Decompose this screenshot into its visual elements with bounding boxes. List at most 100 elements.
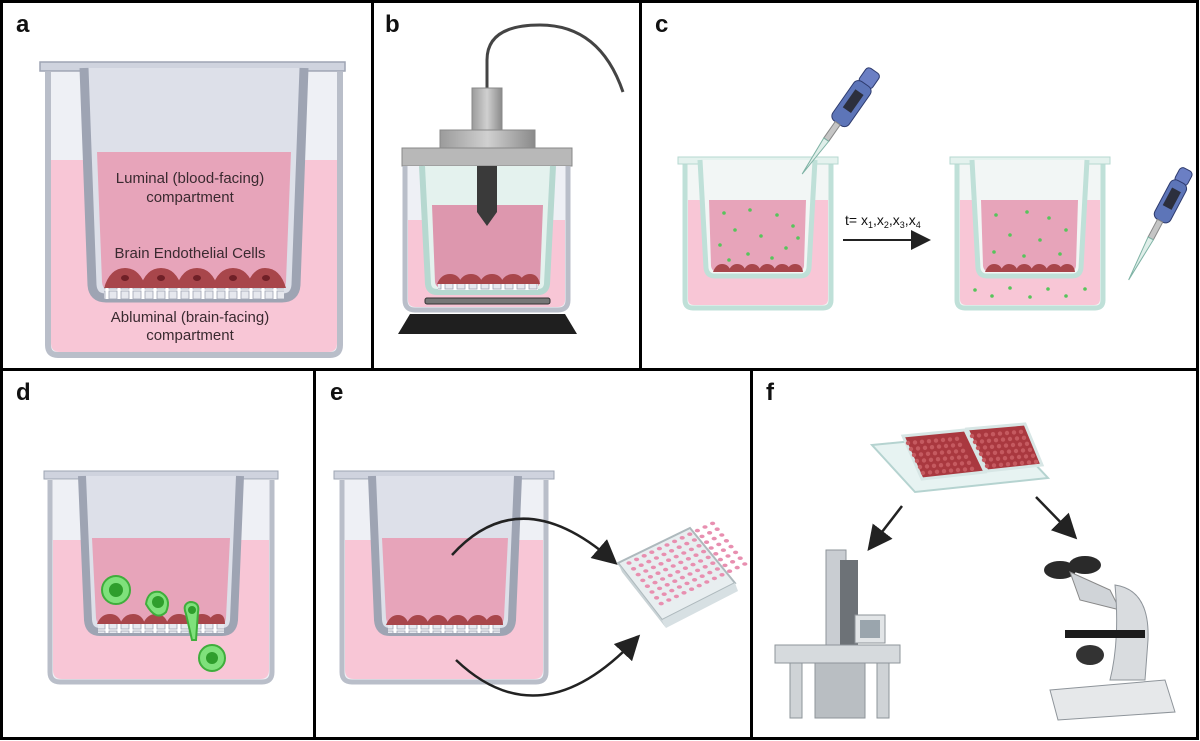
- slide-cell: [1030, 453, 1036, 458]
- plate-well: [687, 532, 693, 536]
- plate-well: [714, 567, 721, 571]
- plate-well: [687, 572, 693, 576]
- slide-cell: [1007, 436, 1013, 442]
- slide-cell: [1023, 454, 1029, 459]
- slide-cell: [934, 469, 940, 474]
- slide-cell: [960, 448, 966, 453]
- slide-cell: [950, 443, 956, 448]
- slide-cell: [1019, 460, 1025, 466]
- slide-cell: [1020, 448, 1026, 453]
- plate-well: [696, 544, 702, 548]
- abluminal-label-line2: compartment: [146, 327, 234, 344]
- plate-well: [675, 570, 681, 574]
- plate-well: [720, 548, 727, 552]
- plate-well: [737, 556, 743, 560]
- plate-well: [705, 555, 711, 560]
- permeability-well-2: [949, 156, 1111, 311]
- plate-well: [711, 536, 717, 541]
- plate-well: [643, 569, 649, 573]
- plate-well: [710, 561, 716, 565]
- slide-cell: [1005, 462, 1011, 467]
- slide-cell: [953, 449, 959, 454]
- slide-cell: [978, 451, 984, 457]
- plate-well: [635, 572, 641, 577]
- panel-label-b: b: [385, 11, 400, 38]
- plate-well: [661, 592, 667, 596]
- plate-well: [704, 540, 710, 544]
- slide-cell: [1016, 454, 1022, 460]
- slide-cell: [936, 444, 942, 449]
- plate-well: [626, 561, 632, 565]
- plate-well: [717, 557, 724, 562]
- slide-cell: [940, 437, 946, 443]
- plate-well: [693, 553, 699, 557]
- luminal-label-line1: Luminal (blood-facing): [116, 170, 264, 187]
- chamber-slide: [869, 422, 1051, 494]
- slide-cell: [954, 436, 960, 441]
- plate-well: [661, 552, 667, 557]
- plate-well: [634, 557, 640, 562]
- slide-cell: [912, 440, 918, 445]
- transwell-e: [333, 470, 555, 685]
- plate-well: [695, 568, 701, 573]
- plate-well: [702, 525, 708, 529]
- slide-cell: [908, 446, 914, 452]
- slide-cell: [962, 467, 968, 472]
- plate-well: [689, 587, 695, 591]
- plate-well: [672, 539, 678, 544]
- slide-cell: [1021, 435, 1027, 440]
- plate-well: [707, 531, 713, 535]
- panel-f-frame: [750, 368, 1199, 740]
- slide-cell: [911, 452, 917, 458]
- plate-well: [714, 527, 720, 531]
- plate-well: [667, 573, 673, 578]
- slide-cell: [921, 458, 927, 463]
- luminal-label-line2: compartment: [146, 189, 234, 206]
- permeability-well-1: [677, 156, 839, 311]
- slide-cell: [976, 433, 982, 438]
- plate-well: [644, 584, 651, 588]
- slide-cell: [972, 439, 978, 445]
- plate-well: [701, 549, 707, 554]
- slide-cell: [1011, 430, 1017, 435]
- plate-well: [725, 554, 731, 558]
- plate-well: [733, 550, 739, 555]
- slide-cell: [997, 431, 1003, 436]
- slide-cell: [949, 455, 955, 461]
- plate-well: [646, 559, 652, 564]
- slide-cell: [952, 461, 958, 467]
- plate-well: [708, 546, 714, 550]
- plate-well: [742, 562, 748, 566]
- plate-well: [694, 528, 701, 533]
- plate-well: [649, 550, 655, 554]
- teer-setup-b: [398, 23, 625, 334]
- slide-cell: [959, 461, 965, 466]
- plate-well: [685, 557, 692, 561]
- slide-cell: [914, 458, 920, 464]
- slide-cell: [995, 456, 1001, 461]
- plate-well: [719, 533, 725, 537]
- slide-cell: [1014, 436, 1020, 441]
- slide-cell: [998, 462, 1004, 467]
- slide-cell: [999, 450, 1005, 455]
- plate-well: [647, 575, 654, 579]
- plate-well: [650, 565, 657, 570]
- plate-well: [673, 594, 680, 599]
- sampling-arrows: [451, 517, 641, 697]
- plate-well: [640, 578, 646, 583]
- slide-cell: [963, 454, 969, 459]
- slide-cell: [990, 432, 996, 437]
- plate-well: [656, 546, 663, 551]
- migrating-cells: [101, 575, 226, 672]
- plate-well: [727, 569, 733, 573]
- slide-cell: [1026, 460, 1032, 465]
- plate-well: [676, 545, 682, 549]
- slide-cell: [981, 457, 987, 463]
- endothelial-cells-a: [104, 268, 286, 288]
- plate-well: [713, 552, 719, 556]
- plate-well: [679, 575, 686, 580]
- slide-cell: [946, 449, 952, 455]
- panel-label-e: e: [330, 379, 343, 406]
- plate-well: [655, 571, 661, 575]
